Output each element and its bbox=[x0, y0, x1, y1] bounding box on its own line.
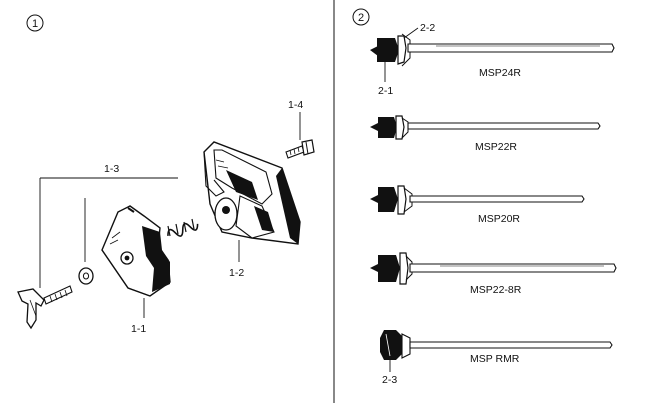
washer bbox=[78, 267, 94, 285]
panel-1-number: 1 bbox=[32, 18, 38, 30]
right-leader-lines bbox=[384, 27, 419, 372]
label-1-3: 1-3 bbox=[104, 163, 119, 175]
model-label-msp22-8r: MSP22-8R bbox=[470, 284, 522, 296]
shaft-msp22-8r: MSP22-8R bbox=[370, 252, 617, 296]
small-screw bbox=[285, 139, 315, 159]
shaft-msp20r: MSP20R bbox=[370, 185, 585, 225]
shaft-msp22r: MSP22R bbox=[370, 115, 601, 153]
panel-2-number: 2 bbox=[358, 12, 364, 24]
model-label-msp24r: MSP24R bbox=[479, 67, 521, 79]
label-1-2: 1-2 bbox=[229, 267, 244, 279]
clamp-body bbox=[101, 205, 171, 297]
shaft-msp24r: MSP24R bbox=[370, 33, 615, 79]
panel-2-marker: 2 bbox=[352, 8, 370, 26]
panel-1-marker: 1 bbox=[26, 14, 44, 32]
left-leader-lines bbox=[39, 112, 301, 318]
callout-2-2: 2-2 bbox=[420, 22, 435, 34]
model-label-msp-rmr: MSP RMR bbox=[470, 353, 520, 365]
knob-screw bbox=[17, 285, 73, 330]
model-label-msp20r: MSP20R bbox=[478, 213, 520, 225]
label-1-1: 1-1 bbox=[131, 323, 146, 335]
spring bbox=[167, 218, 199, 237]
back-plate bbox=[203, 141, 301, 245]
shaft-msp-rmr: MSP RMR bbox=[380, 330, 613, 365]
model-label-msp22r: MSP22R bbox=[475, 141, 517, 153]
callout-2-1: 2-1 bbox=[378, 85, 393, 97]
label-1-4: 1-4 bbox=[288, 99, 303, 111]
callout-2-3: 2-3 bbox=[382, 374, 397, 386]
